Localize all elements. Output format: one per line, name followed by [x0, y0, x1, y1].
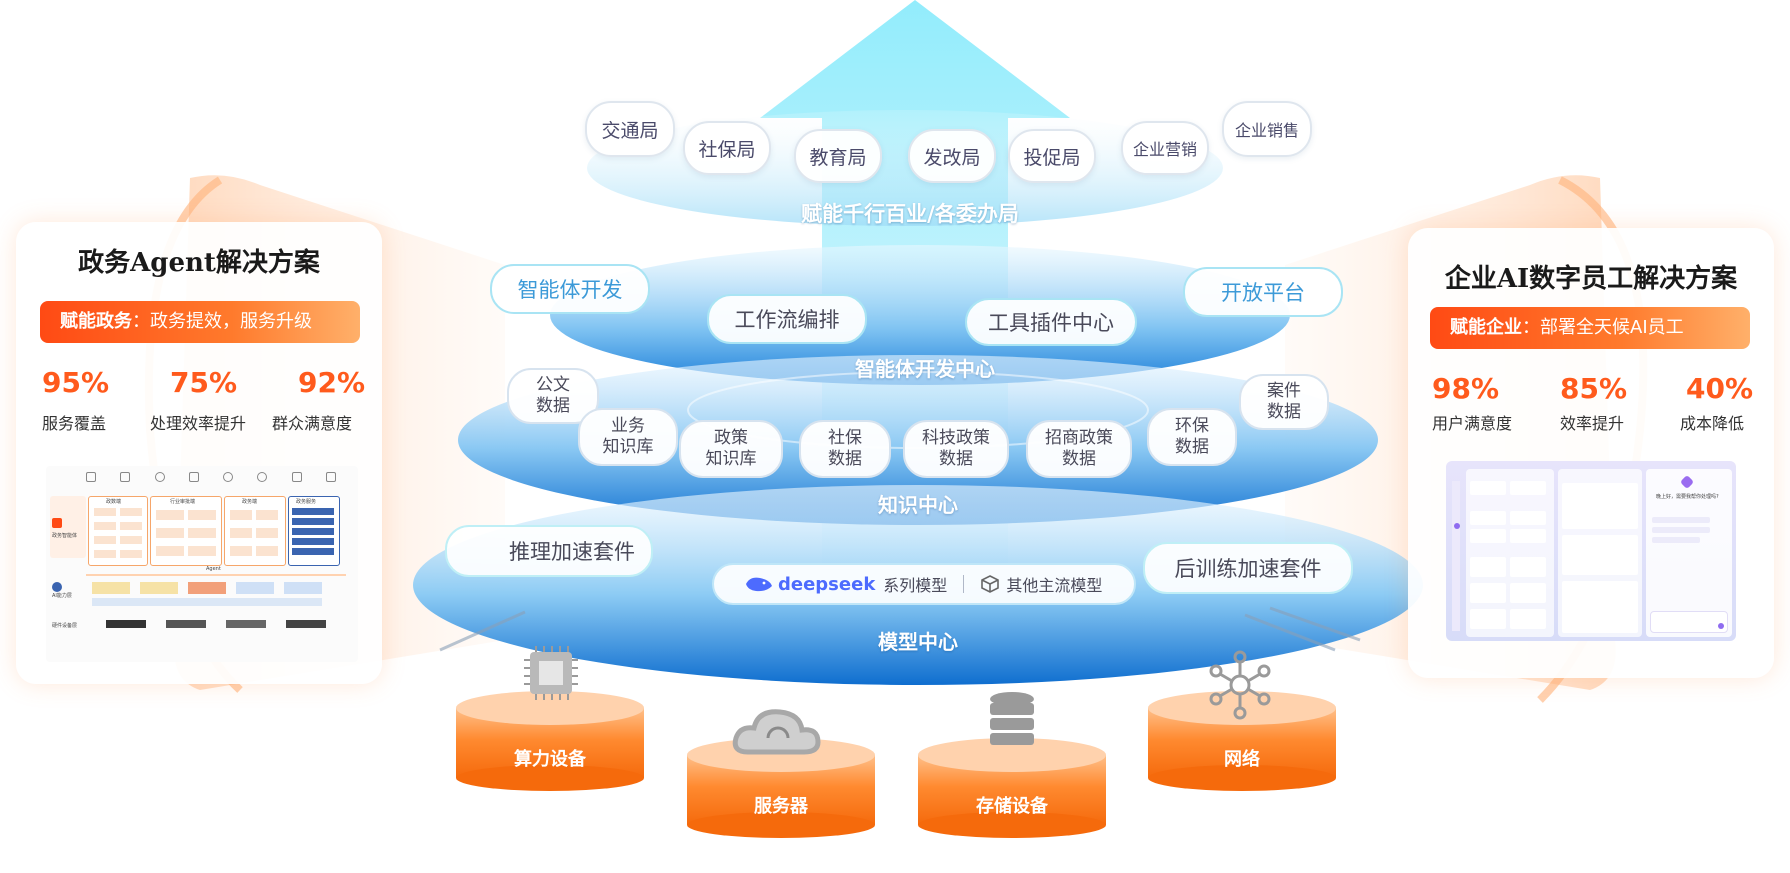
gov-architecture-thumbnail: 政务智能体 政数端 行业审批端 政务端 政务服务 Ag	[46, 466, 358, 662]
thumb-greeting: 晚上好，需要我帮你处理吗?	[1656, 494, 1719, 500]
other-models-label: 其他主流模型	[1006, 576, 1103, 595]
bubble-transport-bureau[interactable]: 交通局	[585, 101, 675, 157]
network-icon	[1209, 650, 1271, 720]
layer-label-model-center: 模型中心	[878, 630, 958, 654]
gov-stat-value-1: 95%	[42, 366, 110, 399]
kb-social-security-data[interactable]: 社保 数据	[799, 420, 891, 478]
thumb-icon	[120, 472, 131, 482]
bubble-enterprise-sales[interactable]: 企业销售	[1222, 101, 1312, 157]
bubble-investment-promotion-bureau[interactable]: 投促局	[1008, 129, 1096, 183]
thumb-col-title-4: 政务服务	[296, 499, 317, 505]
badge-divider	[963, 575, 965, 593]
database-icon	[990, 692, 1034, 745]
enterprise-app-thumbnail: 晚上好，需要我帮你处理吗?	[1446, 461, 1736, 641]
gov-agent-title: 政务Agent解决方案	[78, 248, 320, 278]
kb-business-knowledge[interactable]: 业务 知识库	[578, 408, 678, 466]
cloud-icon	[732, 709, 821, 755]
thumb-icon	[325, 472, 336, 482]
gov-agent-panel: 政务Agent解决方案 赋能政务：政务提效，服务升级 95% 服务覆盖 75% …	[16, 222, 382, 684]
thumb-agent-label: Agent	[206, 566, 221, 572]
ent-stat-value-1: 98%	[1432, 372, 1500, 405]
thumb-icon	[154, 472, 165, 482]
gov-stat-label-2: 处理效率提升	[150, 414, 247, 433]
kb-environmental-data[interactable]: 环保 数据	[1147, 408, 1237, 466]
post-training-acceleration-label: 后训练加速套件	[1174, 557, 1322, 581]
kb-policy-knowledge[interactable]: 政策 知识库	[679, 420, 783, 478]
thumb-col-title-2: 行业审批端	[170, 499, 196, 505]
thumb-ability-label: AI能力层	[52, 593, 72, 599]
infra-cylinder-storage	[918, 738, 1106, 838]
model-badge: deepseek 系列模型 其他主流模型	[712, 563, 1136, 605]
kb-case-data[interactable]: 案件 数据	[1239, 374, 1329, 430]
bubble-development-reform-bureau[interactable]: 发改局	[908, 129, 996, 183]
infra-server-label: 服务器	[754, 796, 808, 817]
infra-cylinder-compute	[456, 691, 644, 791]
ent-banner-text: ：部署全天候AI员工	[1522, 317, 1684, 338]
ent-stat-value-2: 85%	[1560, 372, 1628, 405]
thumb-base-label: 硬件设备层	[52, 623, 78, 629]
gov-banner-key: 赋能政务	[60, 311, 132, 332]
deepseek-whale-icon	[744, 574, 774, 594]
pill-post-training-acceleration[interactable]: 后训练加速套件	[1143, 542, 1353, 594]
gov-stat-value-3: 92%	[298, 366, 366, 399]
thumb-icon	[257, 472, 268, 482]
kb-official-documents[interactable]: 公文 数据	[507, 368, 599, 424]
pill-open-platform[interactable]: 开放平台	[1183, 267, 1343, 317]
thumb-col-title-1: 政数端	[106, 499, 122, 505]
bubble-education-bureau[interactable]: 教育局	[794, 129, 882, 183]
layer-label-agent-center: 智能体开发中心	[855, 357, 995, 381]
cube-icon	[980, 574, 1000, 594]
gov-stat-label-3: 群众满意度	[272, 414, 353, 433]
bubble-enterprise-marketing[interactable]: 企业营销	[1121, 121, 1209, 175]
enterprise-ai-title: 企业AI数字员工解决方案	[1444, 264, 1738, 294]
gov-agent-banner: 赋能政务：政务提效，服务升级	[40, 301, 360, 343]
thumb-icon	[86, 472, 96, 482]
pill-workflow-orchestration[interactable]: 工作流编排	[707, 294, 867, 344]
chip-icon	[524, 646, 578, 700]
layer-label-empower-industries: 赋能千行百业/各委办局	[801, 202, 1019, 226]
infra-storage-label: 存储设备	[976, 796, 1048, 817]
pill-tool-plugin-center[interactable]: 工具插件中心	[965, 298, 1137, 346]
inference-acceleration-label: 推理加速套件	[509, 540, 635, 564]
kb-tech-policy-data[interactable]: 科技政策 数据	[903, 420, 1009, 478]
infra-cylinder-network	[1148, 691, 1336, 791]
gov-stat-value-2: 75%	[170, 366, 238, 399]
thumb-icon	[223, 472, 234, 482]
bubble-social-security-bureau[interactable]: 社保局	[683, 121, 771, 175]
infra-compute-label: 算力设备	[514, 749, 586, 770]
thumb-icon	[291, 472, 302, 482]
kb-investment-policy-data[interactable]: 招商政策 数据	[1026, 420, 1132, 478]
infra-network-label: 网络	[1224, 749, 1260, 770]
ent-banner-key: 赋能企业	[1450, 317, 1522, 338]
thumb-brand: 政务智能体	[52, 533, 78, 539]
ent-stat-label-2: 效率提升	[1560, 414, 1625, 433]
ent-stat-value-3: 40%	[1686, 372, 1754, 405]
thumb-icon	[188, 472, 199, 482]
pill-agent-development[interactable]: 智能体开发	[490, 264, 650, 314]
enterprise-ai-banner: 赋能企业：部署全天候AI员工	[1430, 307, 1750, 349]
layer-label-knowledge-center: 知识中心	[878, 493, 958, 517]
enterprise-ai-panel: 企业AI数字员工解决方案 赋能企业：部署全天候AI员工 98% 用户满意度 85…	[1408, 228, 1774, 678]
thumb-col-title-3: 政务端	[242, 499, 258, 505]
ent-stat-label-3: 成本降低	[1680, 414, 1745, 433]
deepseek-series-label: 系列模型	[883, 576, 948, 595]
gov-stat-label-1: 服务覆盖	[42, 414, 107, 433]
gov-banner-text: ：政务提效，服务升级	[132, 311, 312, 332]
pill-inference-acceleration[interactable]: 推理加速套件	[445, 525, 653, 577]
deepseek-logo-text: deepseek	[778, 573, 876, 595]
ent-stat-label-1: 用户满意度	[1432, 414, 1513, 433]
